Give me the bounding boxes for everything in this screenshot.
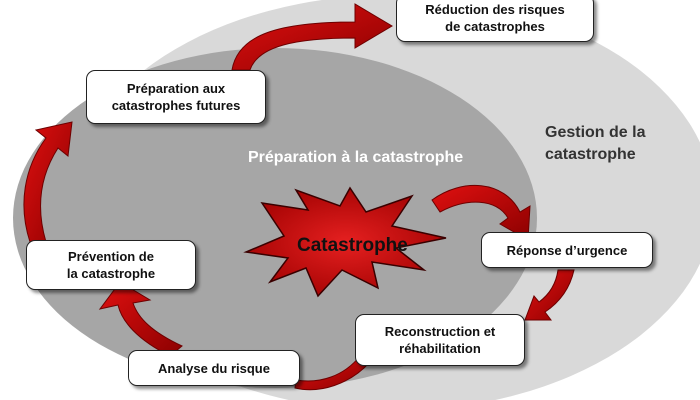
node-analyse-risque: Analyse du risque xyxy=(128,350,300,386)
node-reconstruction-rehabilitation: Reconstruction et réhabilitation xyxy=(355,314,525,366)
catastrophe-label: Catastrophe xyxy=(297,235,408,256)
arrow-prevention-to-preparation xyxy=(23,121,73,243)
outer-region-label: Gestion de la catastrophe xyxy=(545,124,646,163)
node-preparation-catastrophes-futures: Préparation aux catastrophes futures xyxy=(86,70,266,124)
arrow-reponse-to-reconstruction xyxy=(524,269,575,321)
node-reponse-urgence: Réponse d’urgence xyxy=(481,232,653,268)
arrow-preparation-to-reduction xyxy=(231,3,393,71)
node-reduction-risques: Réduction des risques de catastrophes xyxy=(396,0,594,42)
node-prevention-catastrophe: Prévention de la catastrophe xyxy=(26,240,196,290)
catastrophe-burst xyxy=(243,186,447,298)
arrow-analyse-to-prevention xyxy=(98,281,183,357)
inner-region-label: Préparation à la catastrophe xyxy=(248,149,464,166)
